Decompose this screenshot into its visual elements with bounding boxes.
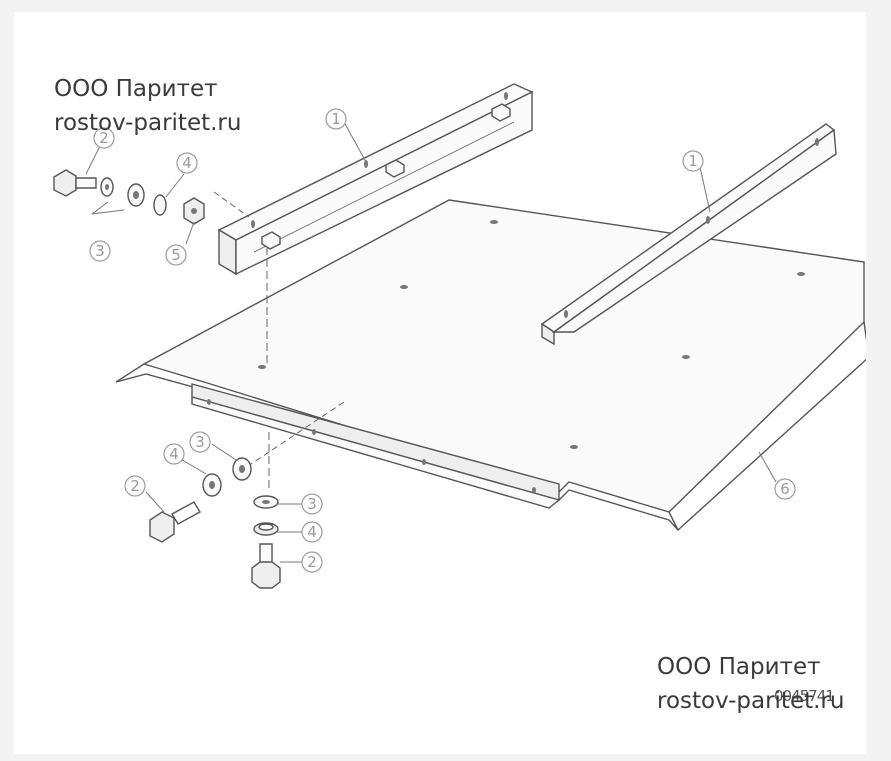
callout-label: 4: [307, 523, 317, 541]
watermark-url: rostov-paritet.ru: [54, 110, 242, 136]
rail-nut: [261, 231, 281, 250]
bolt-shank: [75, 177, 97, 189]
plate-hole: [490, 220, 498, 224]
callout-6-plate: 6: [774, 478, 796, 500]
rail-hole: [564, 310, 568, 318]
upper-fastener-set: [53, 169, 205, 225]
rail-left: [217, 83, 534, 276]
plate-hole: [400, 285, 408, 289]
exploded-assembly-diagram: 1 1 2 3 4 5 2 4: [53, 83, 866, 589]
bolt-head: [251, 561, 281, 589]
callout-label: 1: [331, 110, 341, 128]
callout-2-lower-left: 2: [124, 475, 146, 497]
plate-hole: [797, 272, 805, 276]
vertical-fastener-stack: [251, 495, 281, 589]
lower-fastener-set: [149, 457, 252, 543]
rail-hole: [504, 92, 508, 100]
rail-nut: [385, 159, 405, 178]
callout-label: 2: [130, 477, 140, 495]
callout-5-upper: 5: [165, 244, 187, 266]
assembly-line: [238, 401, 345, 473]
bolt-shank: [171, 501, 201, 525]
callout-3-lower-left: 3: [189, 431, 211, 453]
plate-hole: [570, 445, 578, 449]
plate-hole: [258, 365, 266, 369]
rail-hole: [251, 220, 255, 228]
callout-4-upper: 4: [176, 152, 198, 174]
rail-hole: [815, 138, 819, 146]
figure-code: 0045741: [774, 687, 835, 705]
watermark-bottom: ООО Паритет rostov-paritet.ru: [657, 650, 844, 718]
watermark-company: ООО Паритет: [54, 76, 218, 102]
rail-hole: [706, 216, 710, 224]
watermark-top: ООО Паритет rostov-paritet.ru: [54, 72, 241, 140]
rail-hole: [364, 160, 368, 168]
strip-hole: [207, 399, 211, 405]
callout-4-stack: 4: [301, 521, 323, 543]
callout-label: 3: [307, 495, 317, 513]
front-angle-strip: [191, 383, 561, 509]
watermark-url: rostov-paritet.ru: [657, 688, 845, 714]
callout-1-right: 1: [682, 150, 704, 172]
callout-4-lower-left: 4: [163, 443, 185, 465]
callout-label: 1: [688, 152, 698, 170]
rail-nut: [491, 103, 511, 122]
strip-hole: [532, 487, 536, 493]
base-plate: [115, 199, 866, 532]
strip-hole: [312, 429, 316, 435]
callout-label: 4: [182, 154, 192, 172]
callout-3-upper: 3: [89, 240, 111, 262]
assembly-line: [213, 191, 250, 218]
strip-hole: [422, 459, 426, 465]
drawing-sheet: 1 1 2 3 4 5 2 4: [14, 12, 866, 754]
rail-right: [540, 123, 837, 346]
callout-2-upper: 2: [93, 127, 115, 149]
bolt-shank: [259, 543, 273, 565]
callout-1-upper: 1: [325, 108, 347, 130]
plate-hole: [682, 355, 690, 359]
callout-label: 2: [307, 553, 317, 571]
watermark-company: ООО Паритет: [657, 654, 821, 680]
callout-label: 5: [171, 246, 181, 264]
callout-label: 4: [169, 445, 179, 463]
bolt-head: [149, 511, 175, 543]
bolt-head: [53, 169, 77, 197]
callout-leaders: [85, 121, 777, 563]
callout-label: 6: [780, 480, 790, 498]
callout-3-stack: 3: [301, 493, 323, 515]
callout-2-stack: 2: [301, 551, 323, 573]
callout-label: 3: [95, 242, 105, 260]
callout-label: 3: [195, 433, 205, 451]
callout-label: 2: [99, 129, 109, 147]
lock-washer: [153, 194, 167, 216]
